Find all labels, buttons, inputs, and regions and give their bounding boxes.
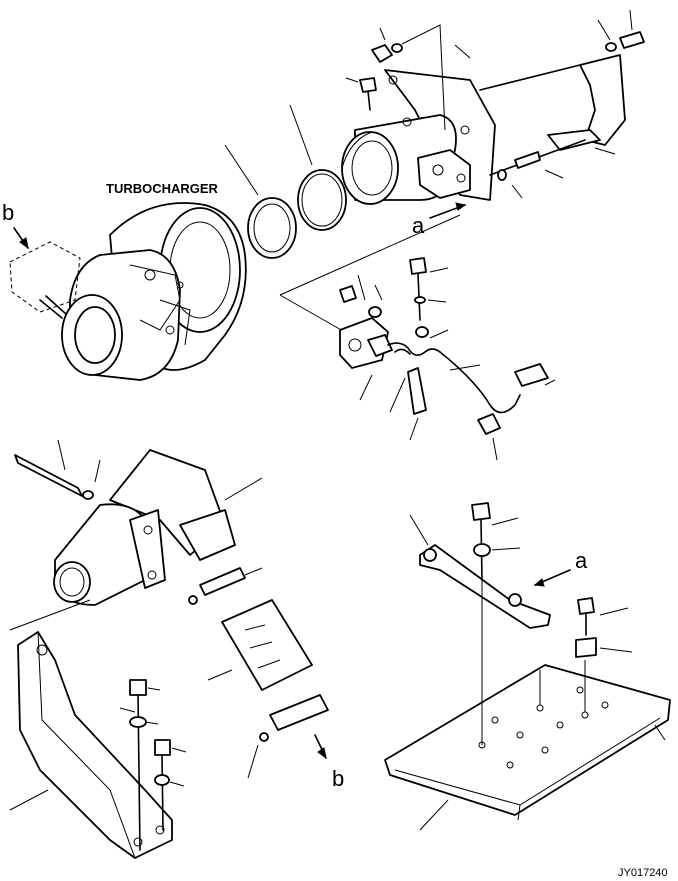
right-bracket-a bbox=[409, 502, 551, 629]
turbocharger-assembly bbox=[9, 202, 247, 381]
drawing-code: JY017240 bbox=[618, 867, 668, 879]
valve-body-flange bbox=[341, 69, 496, 205]
right-bracket bbox=[454, 9, 645, 199]
ref-b-left-callout: b bbox=[2, 200, 29, 250]
left-support-bracket bbox=[9, 631, 187, 859]
base-plate bbox=[384, 580, 671, 831]
right-plate-fasteners bbox=[575, 597, 633, 658]
ref-b-bottom-callout: b bbox=[314, 734, 344, 791]
ref-b-left-letter: b bbox=[2, 200, 14, 225]
clamp-items bbox=[188, 567, 329, 779]
ref-b-bottom-letter: b bbox=[332, 766, 344, 791]
ref-a-right-callout: a bbox=[533, 548, 588, 587]
turbocharger-label: TURBOCHARGER bbox=[106, 181, 219, 196]
ref-a-top-letter: a bbox=[412, 213, 425, 238]
flange-fasteners bbox=[345, 24, 446, 131]
ref-a-right-letter: a bbox=[575, 548, 588, 573]
actuator-linkage bbox=[339, 257, 556, 461]
elbow-pipe bbox=[9, 439, 263, 631]
gasket-rings bbox=[224, 104, 347, 259]
